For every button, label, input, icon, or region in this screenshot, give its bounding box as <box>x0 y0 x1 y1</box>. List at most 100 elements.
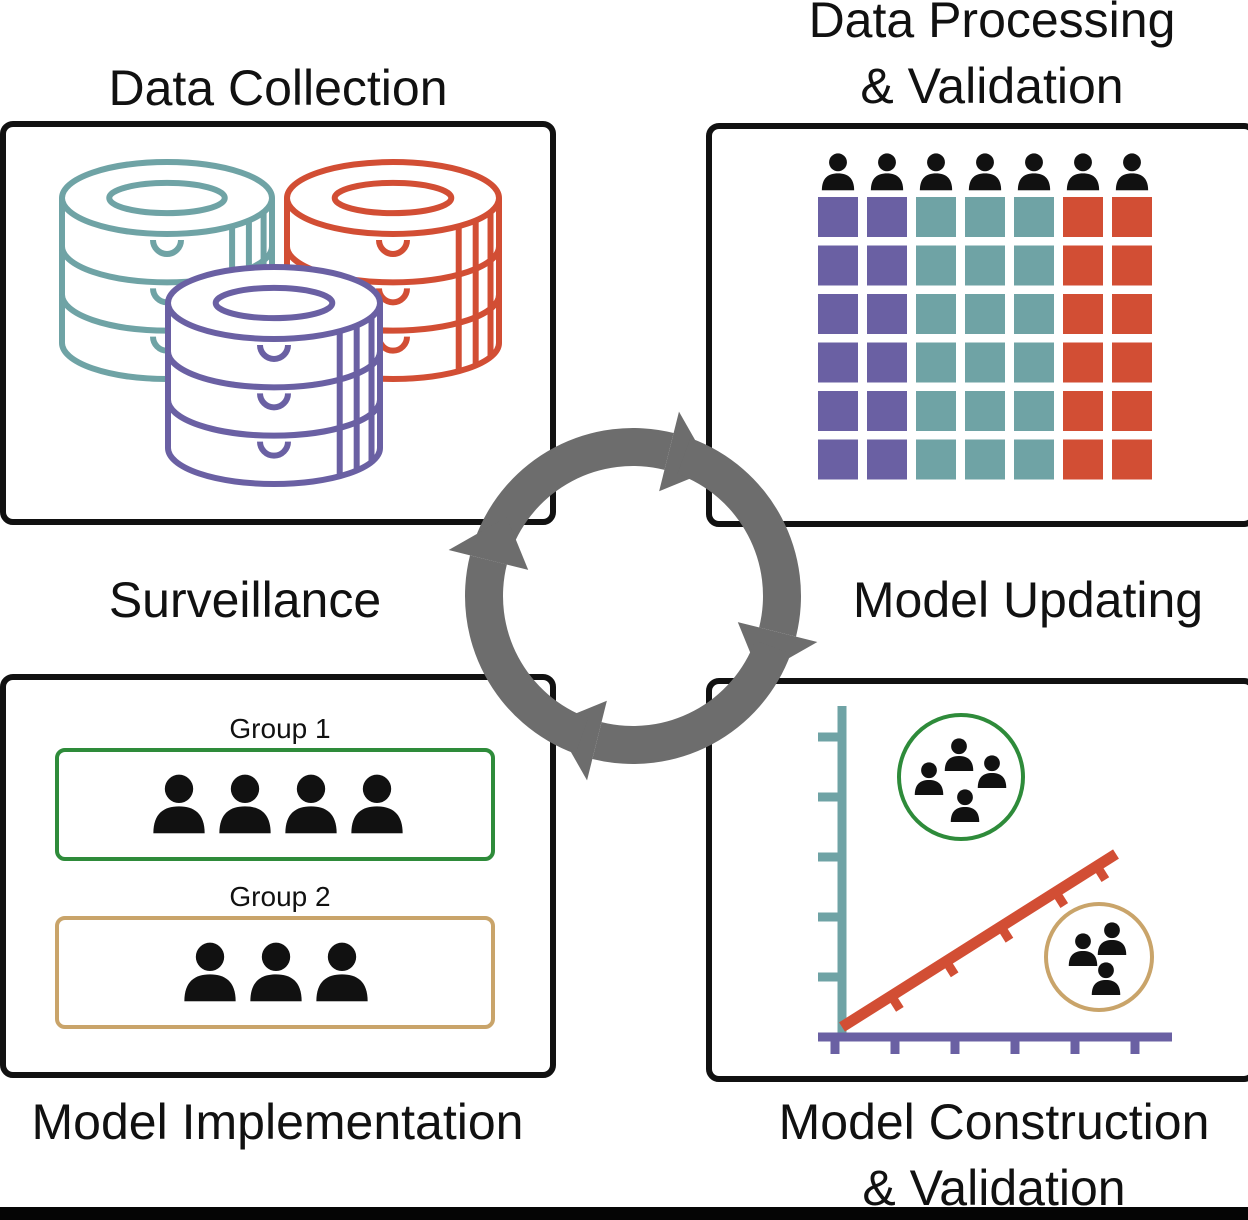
group2-people <box>184 942 368 1002</box>
cluster-green-person-icon <box>944 738 974 771</box>
regression-line-tick <box>997 924 1014 943</box>
title-data-processing-line2: & Validation <box>860 58 1124 114</box>
matrix-person-icon <box>870 153 904 191</box>
matrix-cell <box>818 245 858 286</box>
cluster-tan-person-icon <box>1068 933 1098 966</box>
matrix-person-icon <box>1115 153 1149 191</box>
cycle-arrow-body <box>475 428 674 552</box>
cluster-green-person-icon <box>914 762 944 795</box>
group1-label: Group 1 <box>229 713 330 744</box>
group2-person-icon <box>250 942 302 1002</box>
matrix-cell <box>1014 342 1054 383</box>
matrix-cell <box>1112 197 1152 237</box>
regression-line-tick <box>1051 889 1069 908</box>
cluster-tan-person-icon <box>1091 962 1121 995</box>
matrix-person-icon <box>821 153 855 191</box>
matrix-cell <box>965 391 1005 431</box>
label-surveillance: Surveillance <box>108 572 382 628</box>
matrix-cell <box>965 342 1005 383</box>
matrix-person-icon <box>1066 153 1100 191</box>
matrix-cell <box>867 391 907 431</box>
regression-line-tick <box>887 993 904 1012</box>
matrix-cell <box>965 439 1005 480</box>
title-data-collection: Data Collection <box>108 60 448 116</box>
group1-people <box>153 774 403 834</box>
group1-person-icon <box>153 774 205 834</box>
matrix-cell <box>1112 391 1152 431</box>
group2-person-icon <box>316 942 368 1002</box>
panel-model-construction <box>706 678 1248 1082</box>
matrix-cell <box>1063 342 1103 383</box>
group2-box <box>55 916 495 1029</box>
matrix-cell <box>965 197 1005 237</box>
panel-model-implementation <box>0 674 556 1078</box>
title-model-implementation: Model Implementation <box>31 1094 524 1150</box>
regression-line <box>839 849 1119 1032</box>
database-purple-icon <box>165 264 383 487</box>
matrix-cell <box>1014 439 1054 480</box>
panel-data-collection <box>0 121 556 525</box>
matrix-cell <box>916 391 956 431</box>
matrix-cell <box>916 342 956 383</box>
cluster-tan-circle <box>1044 902 1154 1012</box>
group1-person-icon <box>351 774 403 834</box>
title-data-processing-line1: Data Processing <box>808 0 1176 48</box>
matrix-cell <box>1063 294 1103 334</box>
matrix-cell <box>1063 245 1103 286</box>
matrix-cell <box>867 439 907 480</box>
group1-box <box>55 748 495 861</box>
cycle-arrow-body <box>464 555 589 754</box>
matrix-cell <box>867 342 907 383</box>
label-model-updating: Model Updating <box>852 572 1204 628</box>
matrix-cell <box>1112 294 1152 334</box>
matrix-cell <box>916 439 956 480</box>
title-model-construction-line1: Model Construction <box>778 1094 1210 1150</box>
matrix-cell <box>1014 294 1054 334</box>
cluster-tan-person-icon <box>1097 922 1127 955</box>
matrix-cell <box>867 245 907 286</box>
matrix-cell <box>1063 197 1103 237</box>
matrix-person-icon <box>1017 153 1051 191</box>
matrix-cell <box>965 294 1005 334</box>
matrix-person-icon <box>968 153 1002 191</box>
bottom-border-bar <box>0 1207 1248 1220</box>
matrix-cell <box>1112 439 1152 480</box>
matrix-cell <box>1014 197 1054 237</box>
data-matrix <box>818 153 1152 480</box>
matrix-cell <box>916 245 956 286</box>
cycle-arrow-body <box>592 640 791 765</box>
matrix-cell <box>818 294 858 334</box>
matrix-cell <box>916 294 956 334</box>
cluster-green-person-icon <box>950 789 980 822</box>
cycle-arrow-head <box>448 517 529 570</box>
regression-line-tick <box>942 958 959 978</box>
cycle-arrow-body <box>677 438 801 637</box>
matrix-cell <box>1112 245 1152 286</box>
databases-illustration <box>59 159 502 487</box>
group1-person-icon <box>285 774 337 834</box>
matrix-cell <box>1112 342 1152 383</box>
cycle-arrows-icon <box>448 411 818 781</box>
matrix-cell <box>867 197 907 237</box>
matrix-person-icon <box>919 153 953 191</box>
matrix-cell <box>1063 439 1103 480</box>
matrix-cell <box>867 294 907 334</box>
group2-label: Group 2 <box>229 881 330 912</box>
matrix-cell <box>818 342 858 383</box>
cluster-green-circle <box>897 713 1025 841</box>
regression-line-tick <box>1093 863 1110 883</box>
matrix-cell <box>1063 391 1103 431</box>
matrix-cell <box>1014 245 1054 286</box>
model-plot <box>818 706 1172 1054</box>
matrix-cell <box>965 245 1005 286</box>
title-model-construction-line2: & Validation <box>862 1160 1126 1216</box>
matrix-cell <box>818 197 858 237</box>
group1-person-icon <box>219 774 271 834</box>
matrix-cell <box>818 391 858 431</box>
group2-person-icon <box>184 942 236 1002</box>
cluster-green-person-icon <box>977 755 1007 788</box>
matrix-cell <box>916 197 956 237</box>
matrix-cell <box>818 439 858 480</box>
